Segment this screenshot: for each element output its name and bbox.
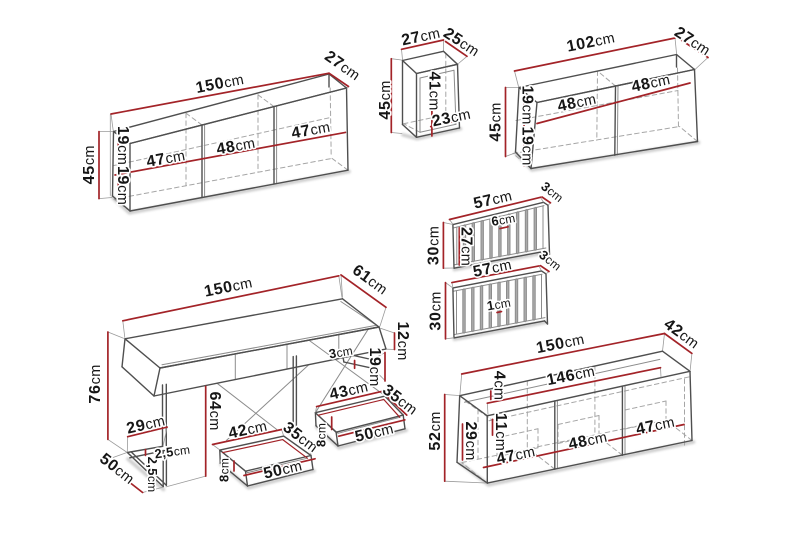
dimension-lines <box>390 39 468 137</box>
outline-lines <box>452 270 549 339</box>
rim-red-lines <box>317 398 401 418</box>
dim-label-27cm: 27cm <box>400 25 442 50</box>
dimension-labels: 150cm 61cm 76cm 64cm 29cm 50cm 2,5cm 2,5… <box>86 260 413 494</box>
dim-label-6cm: 6cm <box>490 210 516 229</box>
dim-label-19cm: 19cm <box>518 85 535 124</box>
dim-label-4cm: 4cm <box>490 371 507 401</box>
outline-lines <box>456 350 693 484</box>
hidden-lines <box>461 365 693 484</box>
dimension-lines <box>444 264 550 340</box>
dim-label-47cm: 47cm <box>145 147 187 171</box>
outline-lines <box>219 435 314 487</box>
dimension-labels: 150cm 42cm 4cm 146cm 52cm 29cm 11cm 47cm… <box>426 314 704 469</box>
dimension-lines <box>98 72 350 206</box>
piece-drawer-right: 43cm 35cm 50cm 8cm <box>312 378 422 450</box>
shadow-lines <box>452 250 548 272</box>
thin-lines <box>452 273 546 335</box>
thin-lines <box>452 205 547 266</box>
dim-label-29cm: 29cm <box>462 421 479 460</box>
dim-label-19cm: 19cm <box>114 126 131 165</box>
extension-lines <box>212 429 312 456</box>
piece-drawer-left: 42cm 35cm 50cm 8cm <box>211 417 322 490</box>
dim-label-48cm: 48cm <box>630 71 672 96</box>
extension-lines <box>505 37 709 157</box>
thin-lines <box>464 358 661 470</box>
dim-label-8cm: 8cm <box>314 423 329 447</box>
slat-gap-lines <box>463 274 535 334</box>
extension-lines <box>98 86 349 200</box>
piece-small-cabinet-27: 27cm 25cm 45cm 41cm 23cm <box>375 23 483 141</box>
dimension-lines <box>315 389 408 438</box>
dim-label-11cm: 11cm <box>492 413 509 451</box>
shadow-lines <box>401 127 463 141</box>
dim-label-8cm: 8cm <box>217 458 232 482</box>
dim-label-27cm: 27cm <box>457 227 474 266</box>
shadow-lines <box>126 457 166 492</box>
dim-label-47cm: 47cm <box>495 443 537 468</box>
dim-label-57cm: 57cm <box>472 256 514 281</box>
outline-lines <box>314 395 406 447</box>
dim-label-19cm: 19cm <box>366 347 383 386</box>
dim-label-102cm: 102cm <box>565 30 616 56</box>
dim-label-19cm: 19cm <box>114 166 131 205</box>
thin-lines <box>419 69 457 133</box>
hidden-lines <box>512 67 698 169</box>
dim-label-30cm: 30cm <box>428 291 445 330</box>
dimension-labels: 27cm 25cm 45cm 41cm 23cm <box>375 23 483 132</box>
dim-label-48cm: 48cm <box>556 91 598 116</box>
thin-lines <box>616 85 619 156</box>
dim-label-48cm: 48cm <box>567 429 609 454</box>
slat-gap-lines <box>463 206 537 264</box>
extension-lines <box>390 39 468 134</box>
dim-label-45cm: 45cm <box>81 145 98 184</box>
dimension-lines <box>443 332 693 483</box>
dimension-lines <box>101 274 396 494</box>
dim-label-23cm: 23cm <box>431 106 473 131</box>
outline-lines <box>121 298 387 488</box>
piece-desk-150: 150cm 61cm 76cm 64cm 29cm 50cm 2,5cm 2,5… <box>86 260 413 494</box>
extension-lines <box>102 274 395 493</box>
dim-label-19cm: 19cm <box>518 126 535 165</box>
dim-label-1cm: 1cm <box>486 295 512 314</box>
extension-lines <box>444 333 693 484</box>
dim-label-52cm: 52cm <box>427 411 444 450</box>
dim-label-47cm: 47cm <box>290 119 332 143</box>
dim-label-45cm: 45cm <box>377 80 394 119</box>
outline-lines <box>401 50 461 139</box>
dim-label-64cm: 64cm <box>206 391 223 430</box>
dim-label-43cm: 43cm <box>328 379 370 404</box>
dim-label-3cm: 3cm <box>328 343 354 362</box>
dim-label-47cm: 47cm <box>635 414 677 439</box>
dim-label-57cm: 57cm <box>472 188 514 213</box>
dim-label-41cm: 41cm <box>425 71 442 110</box>
dimension-lines <box>211 428 316 477</box>
piece-sideboard-150: 150cm 42cm 4cm 146cm 52cm 29cm 11cm 47cm… <box>426 314 704 487</box>
dim-label-30cm: 30cm <box>426 226 443 265</box>
dimension-lines <box>504 36 709 167</box>
rim-red-lines <box>222 439 308 459</box>
dim-label-42cm: 42cm <box>227 418 269 443</box>
shadow-lines <box>452 320 547 342</box>
hidden-lines <box>403 53 457 133</box>
dim-label-48cm: 48cm <box>215 135 257 159</box>
dim-label-45cm: 45cm <box>488 102 505 141</box>
dimension-lines <box>442 196 552 270</box>
dim-label-76cm: 76cm <box>87 364 104 403</box>
dim-label-12cm: 12cm <box>394 321 411 360</box>
hidden-lines <box>113 87 349 212</box>
dim-label-29cm: 29cm <box>125 413 167 438</box>
outline-lines <box>452 201 551 269</box>
thin-lines <box>161 301 386 441</box>
dim-label-2_5cm: 2,5cm <box>145 457 160 493</box>
outline-lines <box>514 53 699 170</box>
dim-label-2_5cm: 2,5cm <box>154 442 191 462</box>
